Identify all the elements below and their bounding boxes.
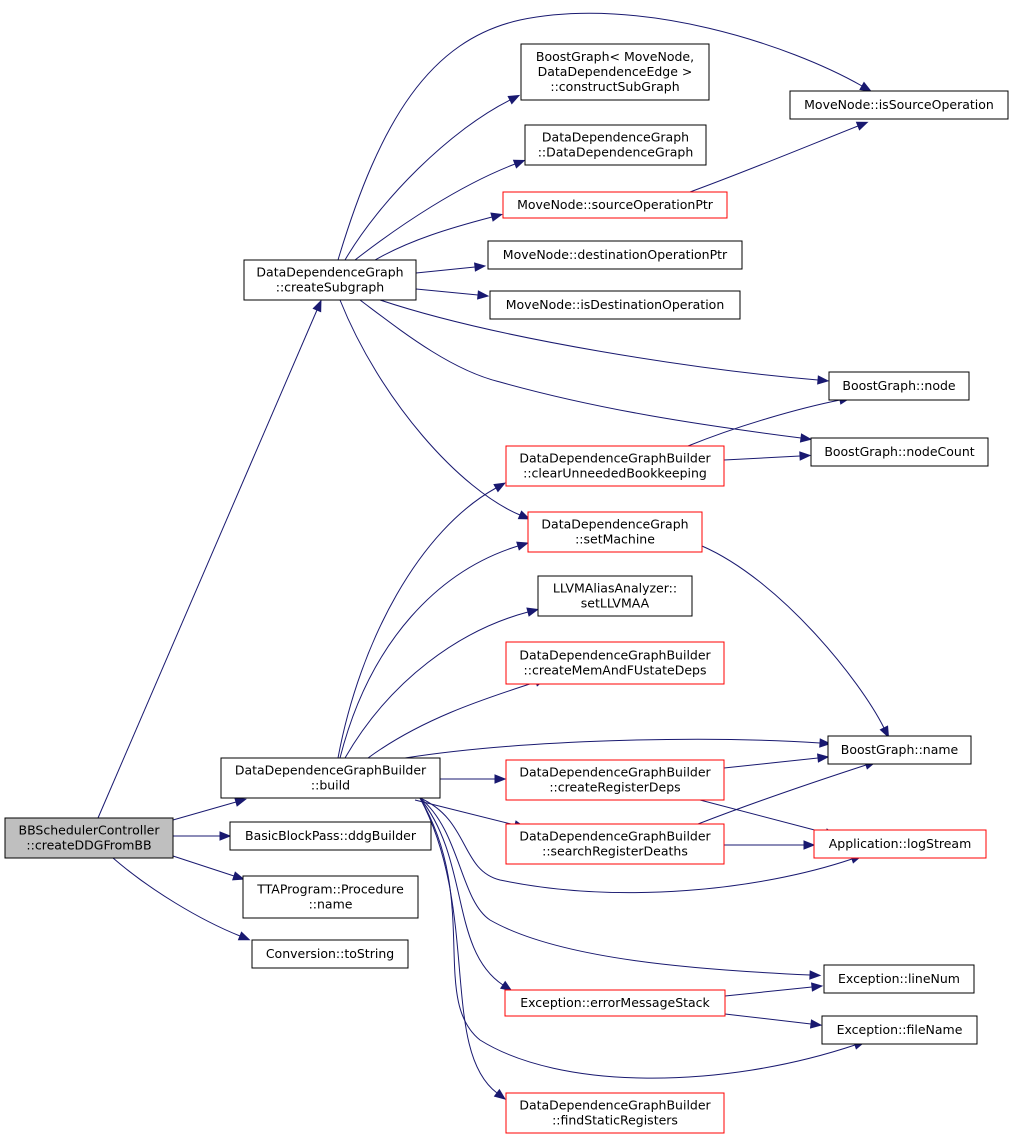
node-label-line: MoveNode::destinationOperationPtr: [503, 247, 728, 262]
edge-build-to-setMachine: [339, 541, 529, 759]
edge-build-to-createRegDeps: [440, 774, 507, 784]
node-label-line: MoveNode::sourceOperationPtr: [517, 197, 714, 212]
node-ddgCtor[interactable]: DataDependenceGraph::DataDependenceGraph: [524, 124, 707, 166]
edge-build-to-lineNum: [419, 797, 822, 980]
edge-build-to-clearUnneeded: [337, 482, 506, 759]
node-sourceOpPtr[interactable]: MoveNode::sourceOperationPtr: [502, 191, 728, 219]
node-label-line: MoveNode::isDestinationOperation: [506, 297, 725, 312]
edge-createSubgraph-to-destOpPtr: [415, 262, 487, 274]
node-createMemDeps[interactable]: DataDependenceGraphBuilder::createMemAnd…: [505, 641, 725, 685]
node-bgNodeCount[interactable]: BoostGraph::nodeCount: [810, 437, 989, 467]
node-logStream[interactable]: Application::logStream: [813, 829, 987, 859]
node-label-line: ::constructSubGraph: [550, 79, 679, 94]
edge-root-to-procName: [172, 855, 245, 881]
edge-build-to-errorMsgStack: [419, 797, 513, 992]
node-fileName[interactable]: Exception::fileName: [821, 1015, 978, 1045]
node-build[interactable]: DataDependenceGraphBuilder::build: [220, 757, 441, 799]
edge-createSubgraph-to-sourceOpPtr: [374, 212, 503, 261]
edge-build-to-createMemDeps: [367, 677, 547, 759]
node-label-line: ::createSubgraph: [276, 280, 384, 295]
edge-searchRegDeaths-to-bgName: [697, 760, 877, 825]
node-label-line: TTAProgram::Procedure: [256, 882, 404, 897]
edge-root-to-build: [172, 797, 247, 821]
node-label-line: BoostGraph< MoveNode,: [536, 49, 694, 64]
node-label-line: Exception::lineNum: [838, 971, 960, 986]
node-label-line: ::name: [309, 897, 353, 912]
node-label-line: Exception::errorMessageStack: [520, 995, 710, 1010]
node-label-line: DataDependenceGraphBuilder: [519, 1098, 711, 1113]
edge-root-to-toString: [112, 857, 251, 941]
node-label-line: DataDependenceGraph: [542, 130, 689, 145]
edge-setMachine-to-bgName: [701, 545, 890, 739]
node-ddgBuilder[interactable]: BasicBlockPass::ddgBuilder: [229, 821, 432, 851]
node-label-line: ::searchRegisterDeaths: [542, 844, 688, 859]
edge-errorMsgStack-to-fileName: [724, 1013, 823, 1029]
node-label-line: BoostGraph::node: [842, 378, 956, 393]
node-label-line: ::DataDependenceGraph: [538, 145, 694, 160]
node-bgName[interactable]: BoostGraph::name: [827, 735, 972, 765]
node-label-line: ::setMachine: [575, 532, 655, 547]
node-label-line: setLLVMAA: [581, 596, 650, 611]
node-label-line: DataDependenceGraph: [256, 265, 403, 280]
node-label-line: BasicBlockPass::ddgBuilder: [245, 828, 417, 843]
node-label-line: DataDependenceGraphBuilder: [519, 648, 711, 663]
node-label-line: DataDependenceEdge >: [538, 64, 693, 79]
node-root[interactable]: BBSchedulerController::createDDGFromBB: [4, 817, 174, 859]
node-clearUnneeded[interactable]: DataDependenceGraphBuilder::clearUnneede…: [505, 445, 725, 487]
node-toString[interactable]: Conversion::toString: [251, 939, 409, 969]
edge-build-to-bgName: [404, 738, 832, 759]
node-label-line: DataDependenceGraphBuilder: [235, 763, 427, 778]
node-findStaticRegs[interactable]: DataDependenceGraphBuilder::findStaticRe…: [505, 1092, 725, 1134]
node-label-line: BoostGraph::nodeCount: [824, 444, 974, 459]
node-label-line: LLVMAliasAnalyzer::: [553, 581, 677, 596]
edge-createSubgraph-to-ddgCtor: [354, 159, 526, 261]
node-procName[interactable]: TTAProgram::Procedure::name: [242, 875, 419, 919]
node-label-line: BBSchedulerController: [19, 823, 161, 838]
node-createRegDeps[interactable]: DataDependenceGraphBuilder::createRegist…: [505, 759, 725, 801]
edge-createSubgraph-to-bgNodeCount: [359, 299, 813, 443]
node-label-line: Conversion::toString: [266, 946, 394, 961]
node-bgNode[interactable]: BoostGraph::node: [828, 371, 970, 401]
edge-createSubgraph-to-isSourceOp: [337, 12, 872, 261]
node-label-line: ::findStaticRegisters: [552, 1113, 678, 1128]
node-setLLVMAA[interactable]: LLVMAliasAnalyzer::setLLVMAA: [537, 575, 693, 617]
node-isDestOp[interactable]: MoveNode::isDestinationOperation: [489, 290, 741, 320]
node-label-line: ::createDDGFromBB: [26, 838, 151, 853]
node-label-line: Exception::fileName: [837, 1022, 963, 1037]
node-createSubgraph[interactable]: DataDependenceGraph::createSubgraph: [243, 259, 417, 301]
edge-createSubgraph-to-constructSubGraph: [344, 94, 521, 261]
edge-errorMsgStack-to-lineNum: [724, 982, 824, 997]
node-label-line: ::createRegisterDeps: [549, 780, 680, 795]
edge-build-to-setLLVMAA: [344, 607, 539, 759]
edge-sourceOpPtr-to-isSourceOp: [689, 121, 869, 193]
edge-createRegDeps-to-bgName: [723, 753, 830, 769]
node-label-line: ::clearUnneededBookkeeping: [523, 466, 707, 481]
edge-build-to-findStaticRegs: [419, 797, 507, 1100]
node-label-line: BoostGraph::name: [841, 742, 959, 757]
edge-searchRegDeaths-to-logStream: [724, 840, 816, 850]
edge-clearUnneeded-to-bgNodeCount: [723, 451, 812, 461]
node-label-line: Application::logStream: [829, 836, 972, 851]
edge-root-to-ddgBuilder: [173, 831, 232, 841]
node-searchRegDeaths[interactable]: DataDependenceGraphBuilder::searchRegist…: [505, 823, 725, 865]
node-label-line: DataDependenceGraphBuilder: [519, 765, 711, 780]
node-errorMsgStack[interactable]: Exception::errorMessageStack: [504, 989, 726, 1017]
node-destOpPtr[interactable]: MoveNode::destinationOperationPtr: [487, 240, 743, 270]
node-label-line: DataDependenceGraphBuilder: [519, 829, 711, 844]
node-label-line: DataDependenceGraphBuilder: [519, 451, 711, 466]
node-constructSubGraph[interactable]: BoostGraph< MoveNode,DataDependenceEdge …: [520, 43, 710, 101]
node-lineNum[interactable]: Exception::lineNum: [823, 964, 975, 994]
node-label-line: DataDependenceGraph: [541, 517, 688, 532]
node-isSourceOp[interactable]: MoveNode::isSourceOperation: [789, 90, 1009, 120]
edge-createSubgraph-to-bgNode: [379, 299, 830, 385]
edge-createSubgraph-to-isDestOp: [415, 288, 490, 300]
node-setMachine[interactable]: DataDependenceGraph::setMachine: [527, 511, 703, 553]
node-label-line: ::createMemAndFUstateDeps: [524, 663, 707, 678]
node-label-line: MoveNode::isSourceOperation: [804, 97, 994, 112]
edge-createSubgraph-to-setMachine: [339, 299, 531, 520]
edge-root-to-createSubgraph: [97, 299, 322, 819]
node-label-line: ::build: [311, 778, 350, 793]
